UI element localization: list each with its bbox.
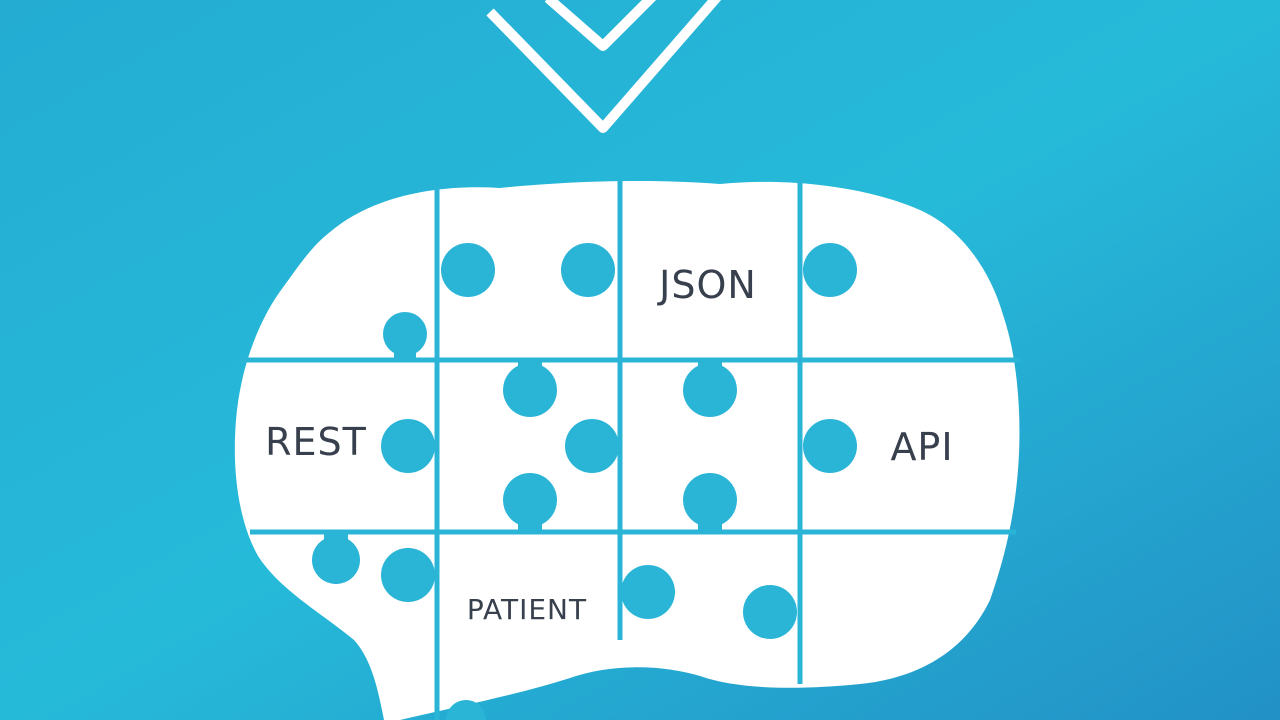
puzzle-knob xyxy=(381,419,435,473)
puzzle-knob xyxy=(561,243,615,297)
puzzle-knob xyxy=(503,473,557,527)
label-api: API xyxy=(890,425,953,469)
puzzle-knob xyxy=(743,585,797,639)
puzzle-knob-neck xyxy=(324,532,348,552)
puzzle-knob-neck xyxy=(518,358,542,378)
puzzle-knob xyxy=(381,548,435,602)
label-patient: PATIENT xyxy=(467,593,587,626)
puzzle-knob xyxy=(803,243,857,297)
puzzle-knob xyxy=(441,243,495,297)
puzzle-knob xyxy=(803,419,857,473)
label-rest: REST xyxy=(265,420,367,464)
puzzle-knob-neck xyxy=(698,358,722,378)
puzzle-knob xyxy=(446,700,486,720)
puzzle-knobs xyxy=(312,243,857,720)
checkmark-icon xyxy=(486,0,722,133)
puzzle-knob xyxy=(683,363,737,417)
puzzle-knob-neck xyxy=(698,512,722,534)
puzzle-grid xyxy=(240,180,1020,720)
puzzle-knob xyxy=(683,473,737,527)
label-json: JSON xyxy=(657,263,757,307)
puzzle-knob xyxy=(565,419,619,473)
puzzle-knob-neck xyxy=(394,340,416,360)
puzzle-knob-neck xyxy=(518,512,542,534)
puzzle-knob xyxy=(621,565,675,619)
puzzle-knob xyxy=(503,363,557,417)
